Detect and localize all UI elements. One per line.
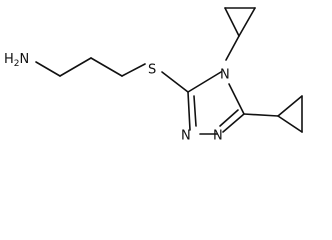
bond-c5-n1-double-a bbox=[222, 113, 245, 133]
amine-subscript: 2 bbox=[14, 59, 20, 69]
ring-n4-label: N bbox=[220, 68, 230, 83]
bond-n2-c3ring-double-b bbox=[193, 95, 197, 127]
bond-s-c3ring bbox=[161, 71, 189, 93]
bond-c1-c2 bbox=[59, 57, 92, 77]
bond-c2-c3 bbox=[90, 57, 123, 77]
bond-c5-n1-double-b bbox=[219, 109, 239, 127]
cyclopropyl-top-edge-c bbox=[238, 7, 256, 37]
sulfur-label: S bbox=[148, 63, 156, 78]
cyclopropyl-right-edge-a bbox=[277, 95, 303, 117]
amine-n-symbol: N bbox=[20, 52, 30, 67]
bond-n2-c3ring-double-a bbox=[187, 91, 191, 131]
bond-c3ring-n4 bbox=[187, 71, 222, 93]
cyclopropyl-top-edge-a bbox=[224, 7, 240, 37]
bond-n4-cyclopropyl bbox=[225, 35, 240, 61]
bond-c5-cyclopropyl bbox=[243, 113, 279, 117]
ring-n1-label: N bbox=[213, 129, 223, 144]
bond-c3-s bbox=[121, 63, 146, 77]
ring-n2-label: N bbox=[181, 129, 191, 144]
amine-label: H2N bbox=[4, 52, 29, 69]
bond-n4-c5 bbox=[228, 83, 245, 115]
bond-n-c1 bbox=[35, 61, 61, 77]
amine-h-symbol: H bbox=[4, 52, 14, 67]
chemical-structure: H2N S N N N bbox=[4, 7, 303, 144]
cyclopropyl-right-edge-c bbox=[277, 115, 303, 133]
